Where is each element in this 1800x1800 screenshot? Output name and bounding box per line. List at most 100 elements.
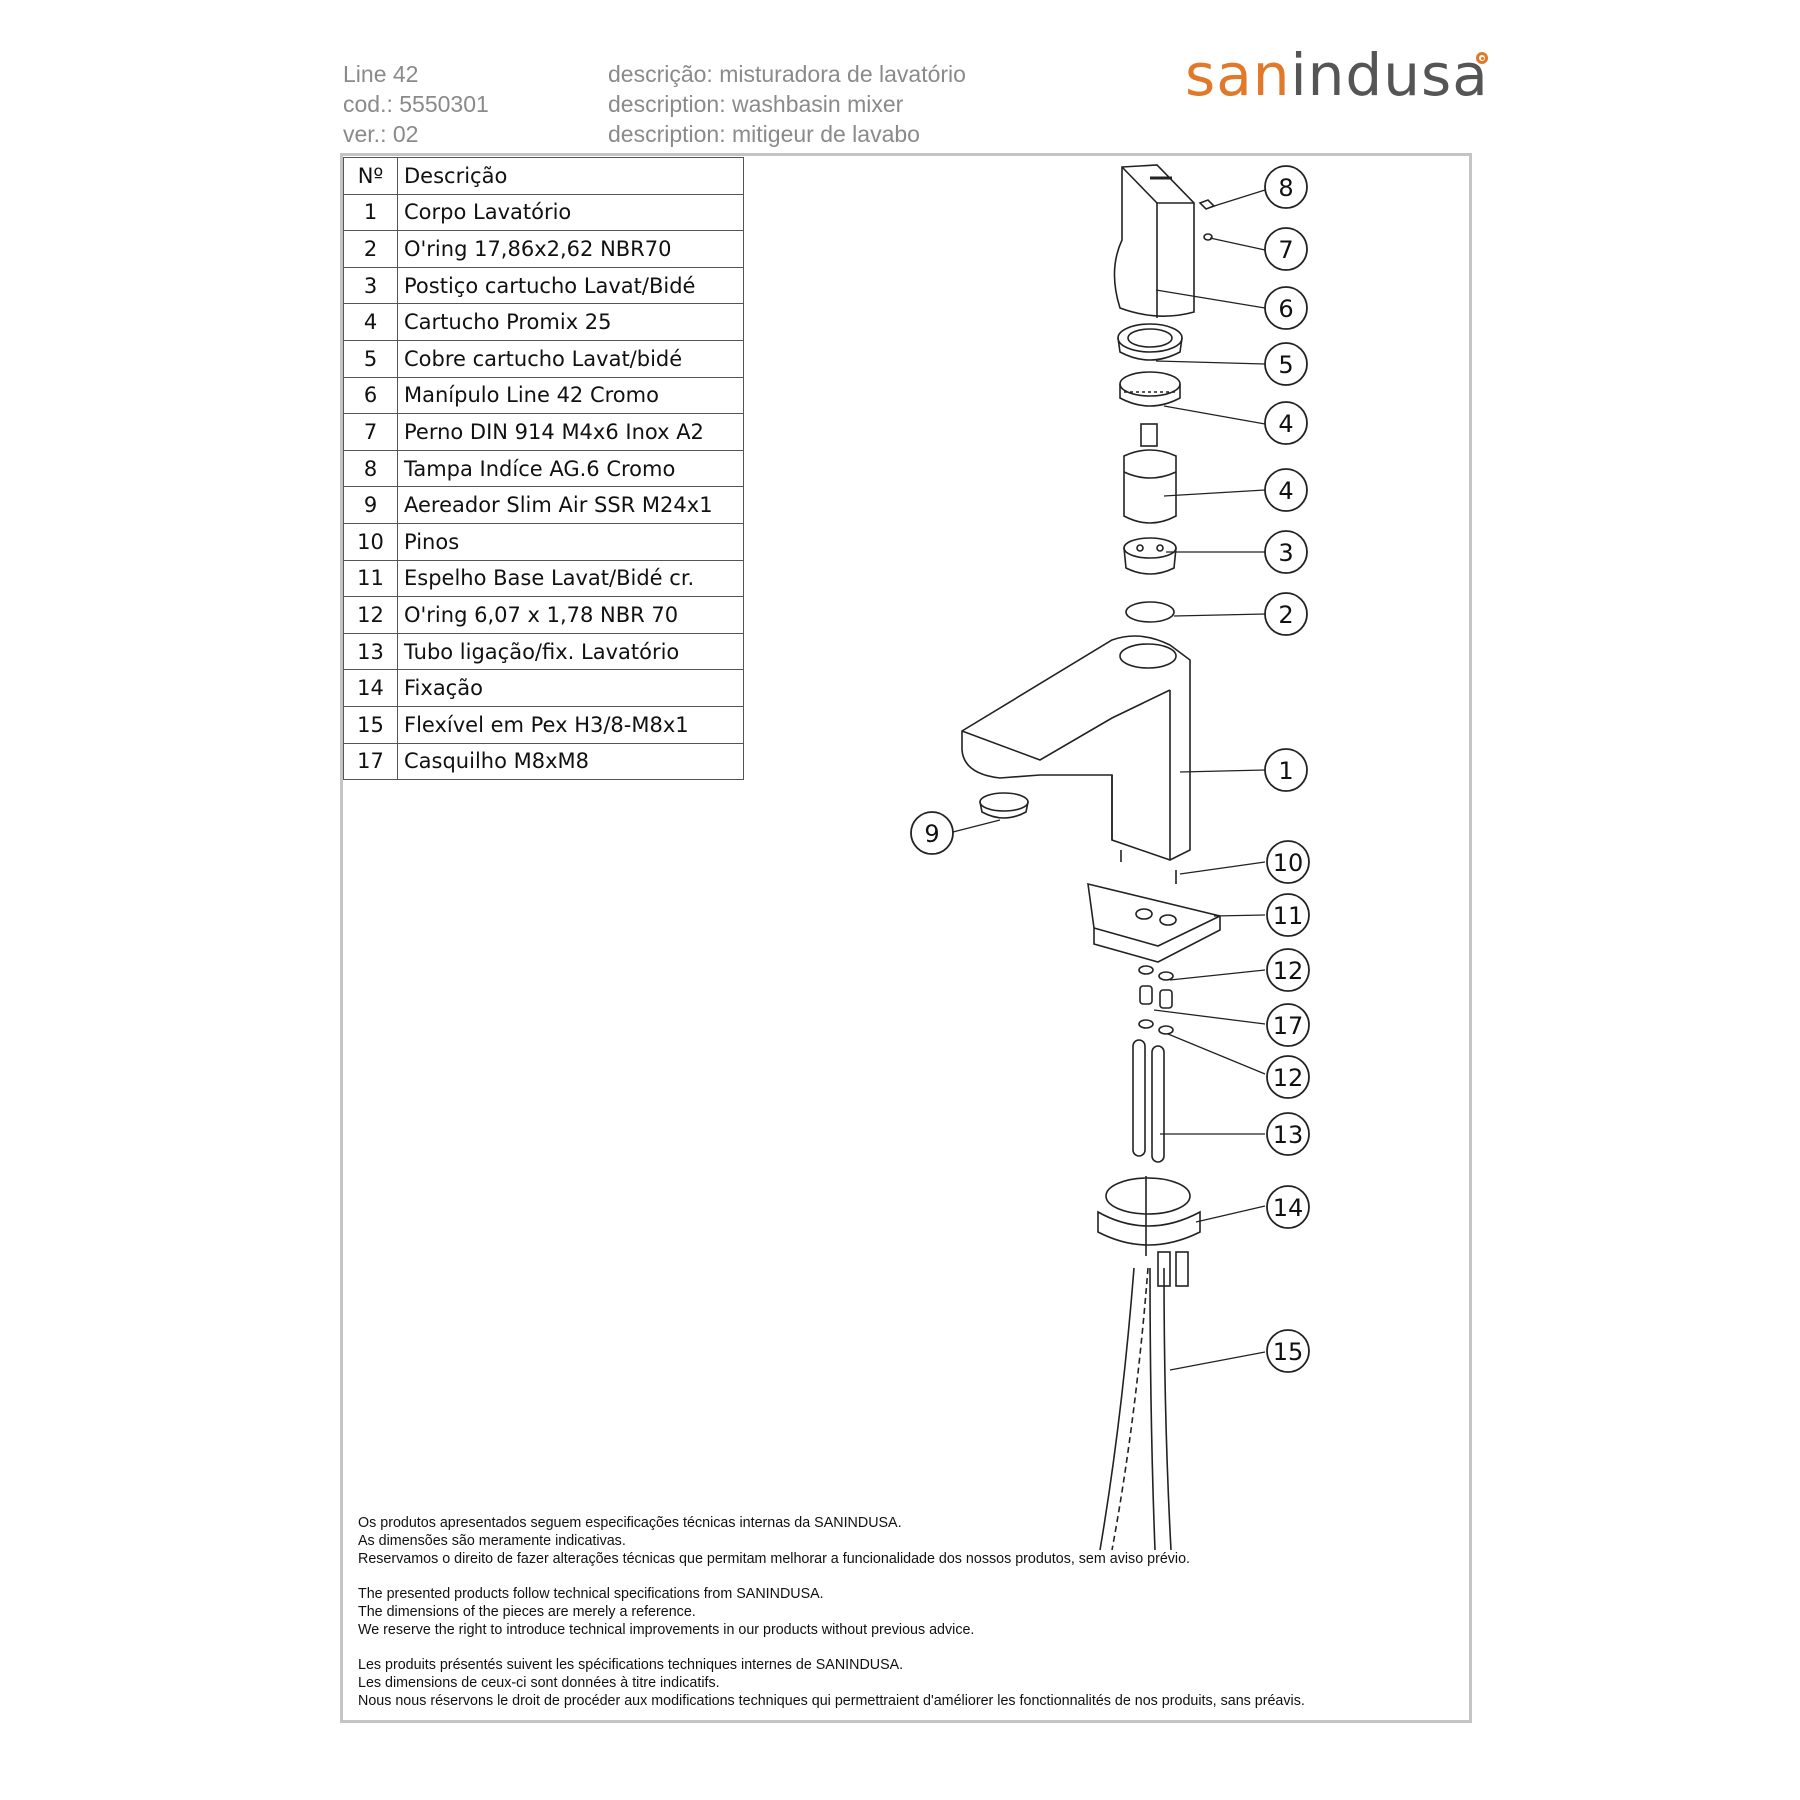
part-flex-hoses bbox=[1099, 1267, 1172, 1551]
callout-11 bbox=[1266, 893, 1310, 937]
part-aerator bbox=[979, 792, 1029, 819]
part-handle bbox=[1113, 164, 1195, 318]
part-number: 12 bbox=[343, 596, 398, 634]
part-description: Casquilho M8xM8 bbox=[397, 742, 744, 781]
part-description: Manípulo Line 42 Cromo bbox=[397, 376, 744, 415]
part-description: Tubo ligação/fix. Lavatório bbox=[397, 632, 744, 671]
sanindusa-logo: sanindusa bbox=[1185, 40, 1489, 110]
callout-number: 11 bbox=[1273, 902, 1304, 930]
description-en: description: washbasin mixer bbox=[608, 91, 904, 117]
callout-number: 7 bbox=[1278, 236, 1293, 264]
callout-number: 5 bbox=[1278, 351, 1293, 379]
callout-4b bbox=[1264, 468, 1308, 512]
part-number: 10 bbox=[343, 522, 398, 561]
callout-number: 4 bbox=[1278, 410, 1293, 438]
part-number: 5 bbox=[343, 339, 398, 378]
product-line: Line 42 bbox=[343, 61, 419, 87]
callout-7 bbox=[1264, 227, 1308, 271]
callout-number: 6 bbox=[1278, 295, 1293, 323]
callout-number: 2 bbox=[1278, 601, 1293, 629]
callout-4a bbox=[1264, 401, 1308, 445]
header-description: Descrição bbox=[397, 157, 744, 195]
part-description: Postiço cartucho Lavat/Bidé bbox=[397, 266, 744, 305]
table-header-row: Nº Descrição bbox=[343, 157, 744, 195]
callout-9 bbox=[910, 811, 954, 855]
part-number: 17 bbox=[343, 742, 398, 781]
part-description: O'ring 17,86x2,62 NBR70 bbox=[397, 230, 744, 268]
callout-6 bbox=[1264, 286, 1308, 330]
disclaimer-en: The presented products follow technical … bbox=[358, 1585, 1305, 1639]
callout-8 bbox=[1264, 165, 1308, 209]
part-description: Pinos bbox=[397, 522, 744, 561]
product-version: ver.: 02 bbox=[343, 121, 419, 147]
drawing-frame bbox=[340, 153, 1472, 1723]
leader-lines bbox=[952, 189, 1266, 1371]
part-number: 1 bbox=[343, 193, 398, 232]
callout-number: 15 bbox=[1273, 1338, 1304, 1366]
part-fixation bbox=[1097, 1176, 1201, 1287]
disclaimer-fr: Les produits présentés suivent les spéci… bbox=[358, 1656, 1305, 1710]
part-cartridge-insert bbox=[1123, 537, 1177, 575]
part-screw bbox=[1203, 233, 1213, 241]
part-cartridge bbox=[1123, 423, 1177, 524]
disclaimer-line: Os produtos apresentados seguem especifi… bbox=[358, 1515, 902, 1531]
part-number: 3 bbox=[343, 266, 398, 305]
callout-15 bbox=[1266, 1329, 1310, 1373]
callout-number: 10 bbox=[1273, 849, 1304, 877]
disclaimer-line: Les dimensions de ceux-ci sont données à… bbox=[358, 1675, 720, 1691]
disclaimer-line: The dimensions of the pieces are merely … bbox=[358, 1604, 696, 1620]
description-pt: descrição: misturadora de lavatório bbox=[608, 61, 966, 87]
part-description: Perno DIN 914 M4x6 Inox A2 bbox=[397, 413, 744, 451]
callout-12a bbox=[1266, 948, 1310, 992]
part-description: Corpo Lavatório bbox=[397, 193, 744, 232]
part-number: 15 bbox=[343, 705, 398, 744]
part-oring-large bbox=[1125, 601, 1175, 623]
callout-number: 17 bbox=[1273, 1012, 1304, 1040]
part-description: Fixação bbox=[397, 669, 744, 707]
disclaimer-line: We reserve the right to introduce techni… bbox=[358, 1622, 975, 1638]
disclaimer-line: The presented products follow technical … bbox=[358, 1586, 824, 1602]
part-description: Aereador Slim Air SSR M24x1 bbox=[397, 486, 744, 524]
callout-5 bbox=[1264, 342, 1308, 386]
part-cartridge-cover bbox=[1117, 323, 1183, 361]
part-description: Cobre cartucho Lavat/bidé bbox=[397, 339, 744, 378]
callout-3 bbox=[1264, 530, 1308, 574]
product-code: cod.: 5550301 bbox=[343, 91, 489, 117]
part-number: 2 bbox=[343, 230, 398, 268]
part-small-orings bbox=[1138, 965, 1174, 1035]
part-number: 9 bbox=[343, 486, 398, 524]
description-fr: description: mitigeur de lavabo bbox=[608, 121, 920, 147]
callout-2 bbox=[1264, 592, 1308, 636]
part-base-plate bbox=[1087, 882, 1221, 963]
callout-1 bbox=[1264, 748, 1308, 792]
part-cartridge-collar bbox=[1119, 371, 1181, 407]
callout-number: 12 bbox=[1273, 957, 1304, 985]
disclaimer-line: Les produits présentés suivent les spéci… bbox=[358, 1657, 904, 1673]
callout-numbers: 8 7 6 5 4 4 3 2 1 9 10 11 12 17 12 13 14… bbox=[924, 174, 1303, 1366]
disclaimer-line: Reservamos o direito de fazer alterações… bbox=[358, 1551, 1191, 1567]
part-body bbox=[961, 635, 1191, 862]
disclaimer-line: Nous nous réservons le droit de procéder… bbox=[358, 1693, 1305, 1709]
callout-circles bbox=[910, 165, 1310, 1373]
header-number: Nº bbox=[343, 157, 398, 195]
part-description: Espelho Base Lavat/Bidé cr. bbox=[397, 559, 744, 598]
exploded-parts bbox=[961, 164, 1221, 1551]
callout-number: 13 bbox=[1273, 1121, 1304, 1149]
callout-14 bbox=[1266, 1185, 1310, 1229]
callout-13 bbox=[1266, 1112, 1310, 1156]
